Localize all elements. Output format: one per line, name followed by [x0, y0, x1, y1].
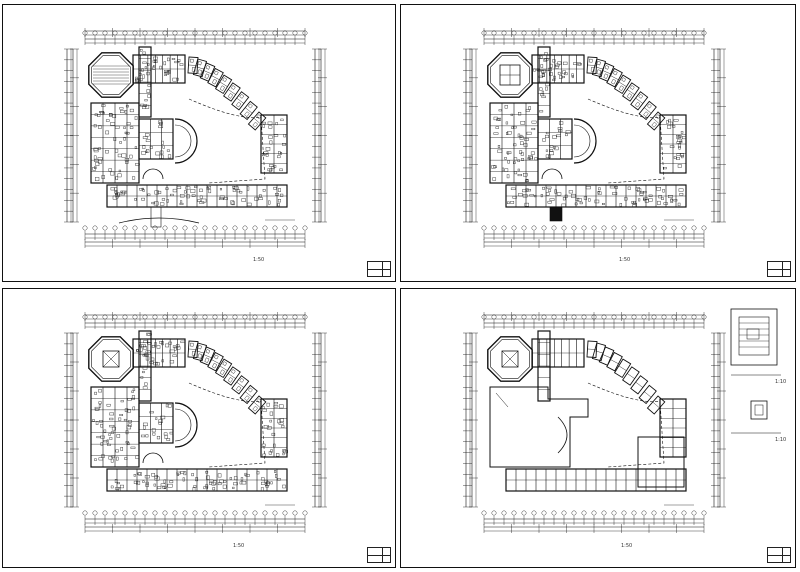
title-block-4	[767, 547, 791, 563]
floor-plan-3	[64, 312, 327, 533]
drawing-sheet-2[interactable]: 1:50	[400, 4, 796, 282]
floor-plan-4	[463, 308, 781, 533]
drawing-sheet-3[interactable]: 1:50	[2, 288, 396, 568]
side-detail-2-scale: 1:10	[775, 437, 787, 443]
floor-plan-2	[463, 28, 726, 248]
sheet-3-scale: 1:50	[233, 543, 245, 549]
sheet-2-scale: 1:50	[619, 257, 631, 263]
drawing-sheet-4[interactable]: 1:50 1:10 1:10	[400, 288, 796, 568]
title-block-1	[367, 261, 391, 277]
floor-plan-1	[64, 28, 327, 248]
sheet-1-scale: 1:50	[253, 257, 265, 263]
title-block-3	[367, 547, 391, 563]
title-block-2	[767, 261, 791, 277]
drawing-sheet-1[interactable]: 1:50	[2, 4, 396, 282]
side-detail-1-scale: 1:10	[775, 379, 787, 385]
sheet-4-scale: 1:50	[621, 543, 633, 549]
